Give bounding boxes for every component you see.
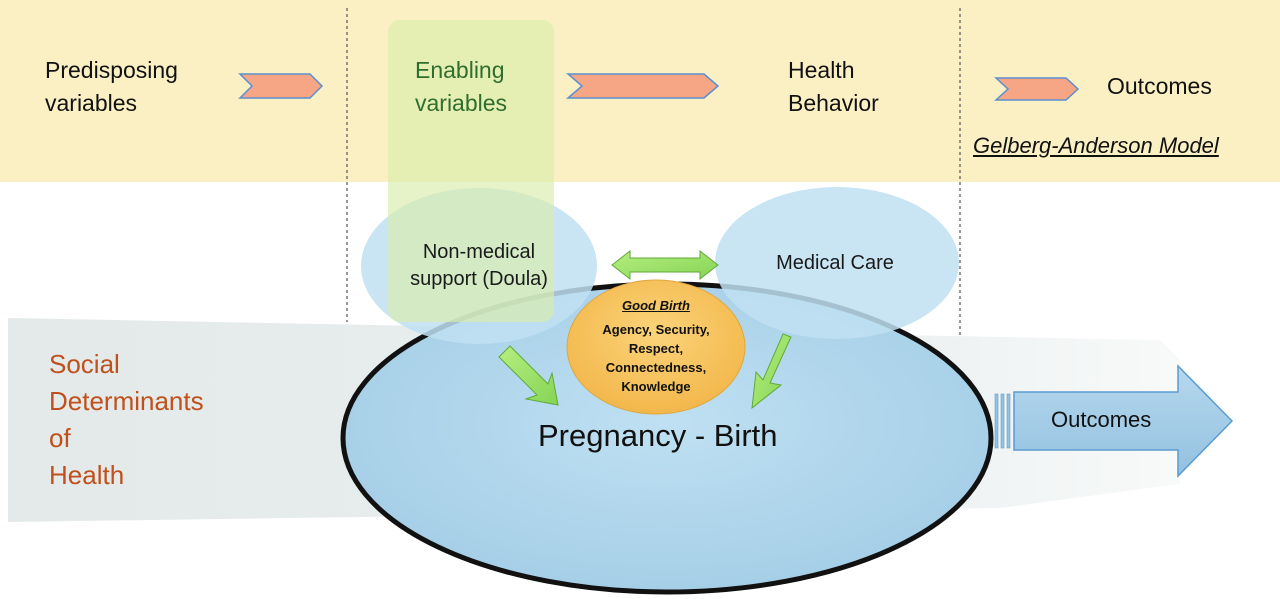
predisposing-variables-label: Predisposing variables [45,57,178,116]
green-arrow-right [751,333,792,410]
good-birth-item: Respect, [628,341,684,356]
medical-care-label: Medical Care [776,252,894,274]
pregnancy-birth-label: Pregnancy - Birth [538,418,778,453]
good-birth-title: Good Birth [622,298,690,313]
header-outcomes-label: Outcomes [1107,73,1212,99]
green-double-arrow [611,249,719,281]
good-birth-attributes: Agency, Security, Respect, Connectedness… [586,320,726,396]
good-birth-circle [566,279,746,415]
outcomes-arrow-label: Outcomes [1051,407,1152,432]
outcomes-block-arrow [994,364,1234,478]
green-arrow-left [498,345,559,406]
medical-care-oval [715,187,959,339]
good-birth-item: Connectedness, [605,360,707,375]
chevron-arrow-3 [994,77,1080,101]
good-birth-item: Knowledge [621,379,691,394]
health-behavior-label: Health Behavior [788,57,879,116]
enabling-highlight [388,20,554,322]
model-name-label: Gelberg-Anderson Model [973,133,1219,158]
good-birth-item: Agency, Security, [602,322,710,337]
chevron-arrow-2 [565,73,720,99]
enabling-variables-label: Enabling variables [415,57,508,116]
non-medical-support-label: Non-medical support (Doula) [410,241,548,290]
chevron-arrow-1 [238,73,324,99]
social-determinants-label: Social Determinants of Health [49,349,204,490]
